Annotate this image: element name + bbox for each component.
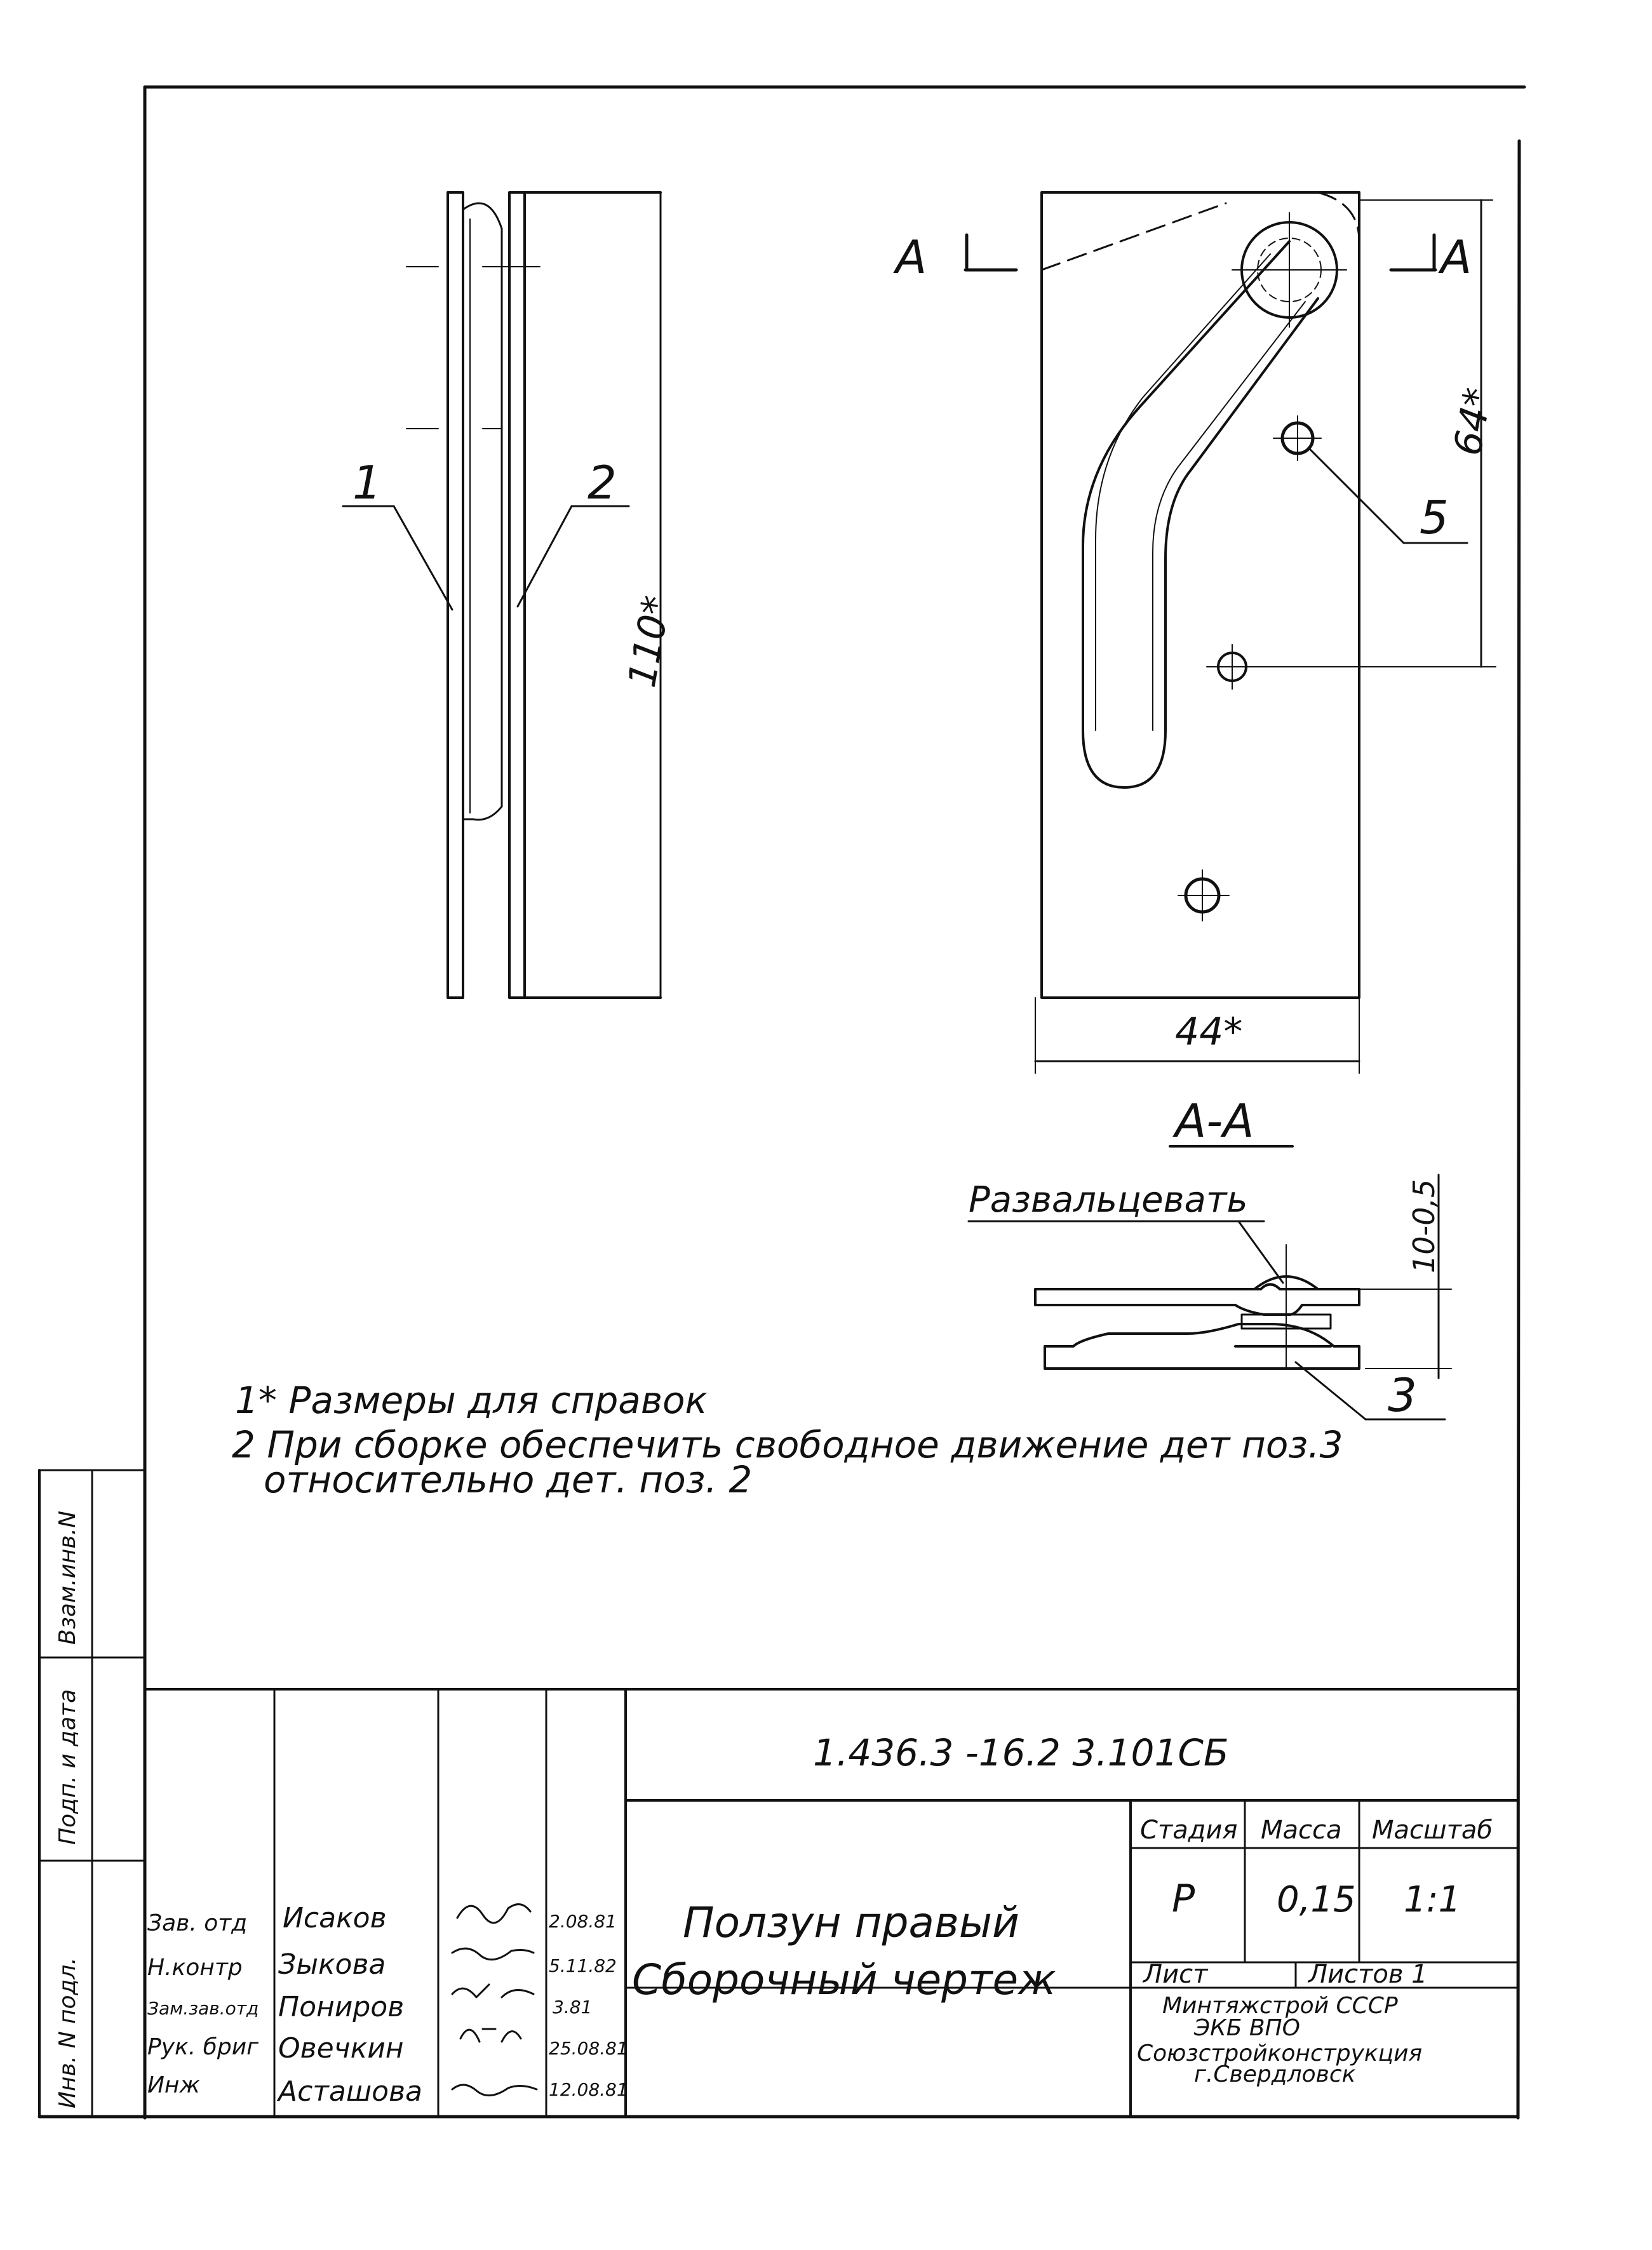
technical-notes: 1* Размеры для справок 2 При сборке обес… [232, 1379, 1343, 1501]
date-1: 2.08.81 [549, 1911, 617, 1932]
flare-note: Развальцевать [969, 1179, 1248, 1221]
stage-value: Р [1172, 1877, 1195, 1921]
section-mark-right: A [1438, 231, 1472, 284]
mass-value: 0,15 [1277, 1879, 1356, 1920]
role-2: Н.контр [147, 1955, 243, 1981]
role-3: Зам.зав.отд [147, 1998, 259, 2019]
note-1: 1* Размеры для справок [235, 1379, 708, 1422]
title-name-line2: Сборочный чертеж [632, 1955, 1056, 2004]
org-line-2: ЭКБ ВПО [1193, 2015, 1300, 2041]
name-2: Зыкова [278, 1948, 386, 1981]
dimension-hole-spacing: 64* [1446, 385, 1501, 459]
date-3: 3.81 [553, 1997, 592, 2018]
position-label-3: 3 [1388, 1369, 1417, 1422]
position-label-5: 5 [1420, 491, 1449, 544]
document-number: 1.436.3 -16.2 3.101СБ [813, 1731, 1229, 1774]
section-title: А-А [1172, 1094, 1254, 1148]
front-view: A A 64* 44* 5 [893, 191, 1501, 1074]
name-5: Асташова [276, 2075, 422, 2108]
role-1: Зав. отд [147, 1910, 247, 1936]
side-view: 110* 1 2 [342, 191, 680, 999]
sheet-label: Лист [1142, 1960, 1209, 1989]
side-stamp-sign-date: Подп. и дата [55, 1689, 81, 1845]
scale-value: 1:1 [1404, 1879, 1461, 1920]
role-4: Рук. бриг [147, 2034, 259, 2060]
mass-header: Масса [1261, 1816, 1342, 1845]
role-5: Инж [147, 2072, 200, 2098]
note-2-continuation: относительно дет. поз. 2 [264, 1458, 752, 1501]
org-line-4: г.Свердловск [1194, 2061, 1356, 2087]
org-line-3: Союзстройконструкция [1137, 2040, 1422, 2066]
side-stamp-replace-inv: Взам.инв.N [55, 1511, 81, 1645]
side-stamp-inv-orig: Инв. N подл. [55, 1957, 81, 2108]
date-5: 12.08.81 [549, 2079, 628, 2100]
name-4: Овечкин [278, 2032, 404, 2065]
title-name-line1: Ползун правый [683, 1898, 1019, 1947]
signatures [451, 1903, 538, 2096]
org-line-1: Минтяжстрой СССР [1162, 1993, 1398, 2019]
dimension-height: 110* [620, 593, 680, 690]
stage-header: Стадия [1140, 1816, 1237, 1845]
date-2: 5.11.82 [549, 1955, 617, 1976]
date-4: 25.08.81 [549, 2038, 628, 2059]
side-stamp: Взам.инв.N Подп. и дата Инв. N подл. [38, 1469, 146, 2118]
sheet-frame [37, 85, 1526, 2120]
section-a-a: А-А Развальцевать 10-0,5 3 [967, 1094, 1452, 1422]
dimension-width: 44* [1175, 1010, 1242, 1054]
dimension-section-height: 10-0,5 [1407, 1179, 1441, 1273]
name-3: Пониров [278, 1991, 404, 2023]
note-2: 2 При сборке обеспечить свободное движен… [232, 1423, 1343, 1466]
section-mark-left: A [893, 231, 927, 284]
scale-header: Масштаб [1372, 1816, 1493, 1845]
title-block: 1.436.3 -16.2 3.101СБ Ползун правый Сбор… [144, 1688, 1519, 2118]
position-label-2: 2 [588, 456, 617, 509]
name-1: Исаков [283, 1902, 387, 1934]
sheets-label: Листов 1 [1307, 1960, 1428, 1989]
position-label-1: 1 [353, 456, 382, 509]
